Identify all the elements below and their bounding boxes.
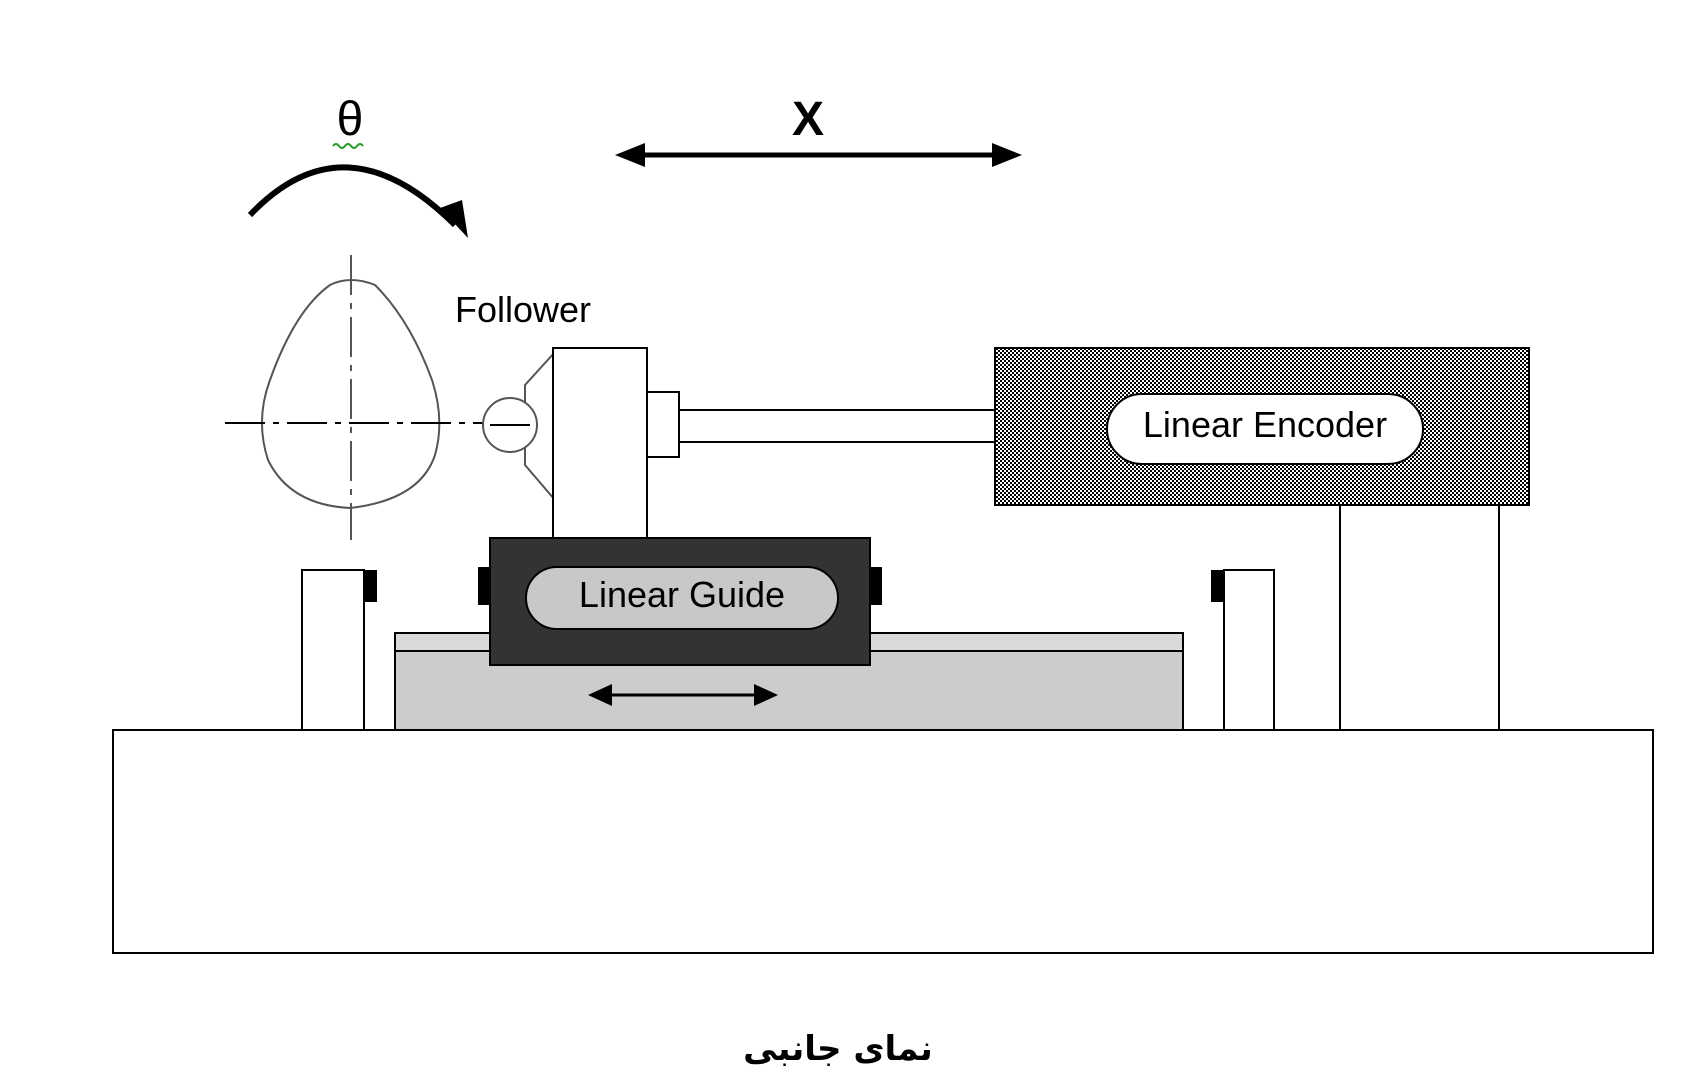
encoder-rod	[678, 409, 996, 443]
x-arrow-right-head	[992, 143, 1022, 167]
theta-label: θ	[337, 93, 364, 146]
linear-encoder-label: Linear Encoder	[1143, 404, 1387, 445]
rail-motion-arrow-left-head	[588, 684, 612, 706]
rotation-arrow	[247, 164, 458, 228]
follower-label: Follower	[455, 289, 591, 330]
base-plate	[112, 729, 1654, 954]
end-stops	[301, 569, 1275, 731]
right-end-stop-bumper	[1211, 570, 1224, 602]
right-end-stop	[1223, 569, 1275, 731]
guide-end-seal-left	[478, 567, 492, 605]
linear-x-indicator: X	[615, 93, 1022, 167]
left-end-stop	[301, 569, 365, 731]
linear-encoder: Linear Encoder	[994, 347, 1530, 730]
guide-end-seal-right	[868, 567, 882, 605]
linear-guide-label-pill	[525, 566, 839, 630]
linear-guide: Linear Guide	[478, 537, 882, 666]
x-arrow-left-head	[615, 143, 645, 167]
left-end-stop-bumper	[364, 570, 377, 602]
rail-motion-arrow-right-head	[754, 684, 778, 706]
rotation-indicator: θ	[247, 93, 468, 238]
follower-rod-collar	[646, 391, 680, 458]
theta-underline-squiggle	[332, 143, 364, 149]
figure-caption: نمای جانبی	[743, 1029, 933, 1069]
linear-guide-label: Linear Guide	[579, 574, 785, 615]
rotation-arrow-head	[440, 200, 468, 238]
follower-carriage-post	[552, 347, 648, 539]
follower	[482, 347, 996, 539]
linear-encoder-label-pill	[1106, 393, 1424, 465]
x-axis-label: X	[792, 93, 824, 146]
